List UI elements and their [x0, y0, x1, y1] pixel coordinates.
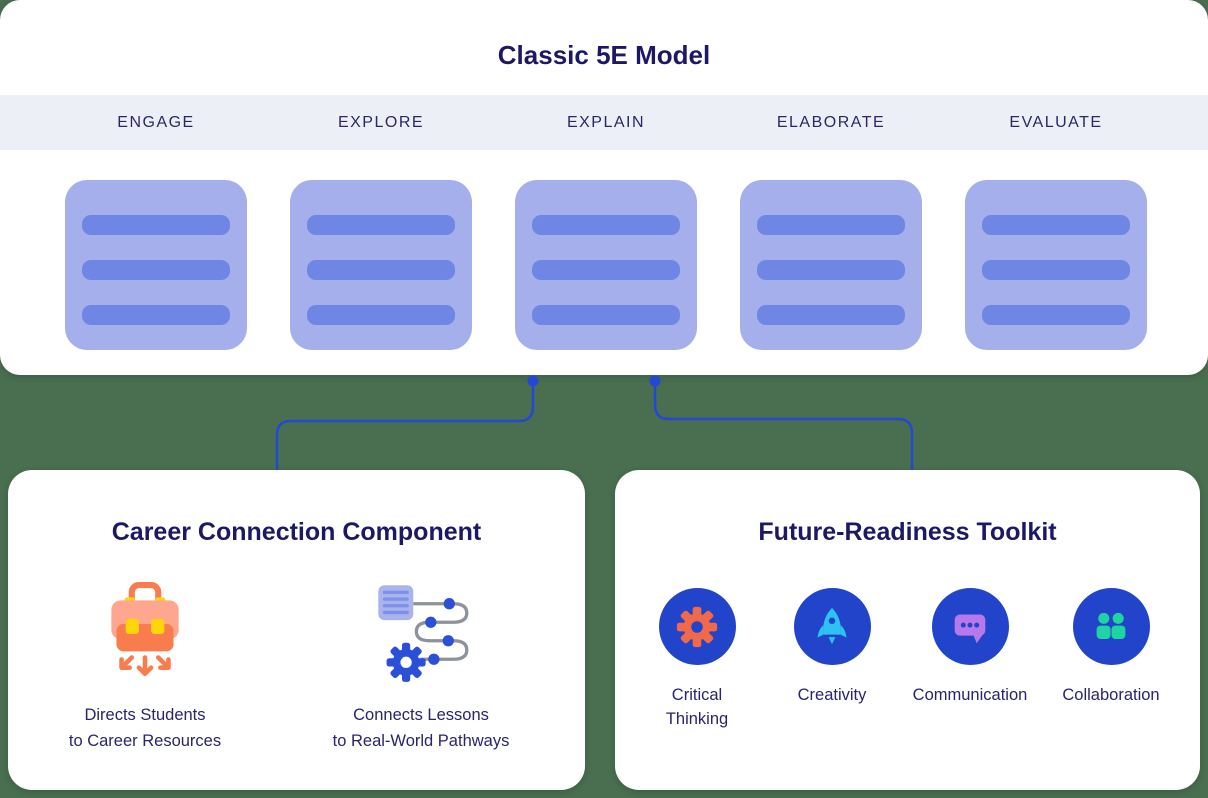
placeholder-text-bar: [982, 215, 1130, 235]
career-panel-title: Career Connection Component: [111, 518, 482, 546]
toolkit-item-label: Communication: [912, 686, 1028, 704]
speech-bubble-icon: [931, 588, 1009, 665]
stage-card-evaluate: [965, 180, 1147, 350]
stage-cards-row: [65, 180, 1147, 350]
toolkit-item-label: Collaboration: [1062, 686, 1160, 704]
placeholder-text-bar: [307, 260, 455, 280]
toolkit-item-label: Critical Thinking: [665, 686, 729, 728]
connector-dot: [649, 375, 661, 387]
placeholder-text-bar: [82, 215, 230, 235]
connector-dot: [527, 375, 539, 387]
placeholder-text-bar: [82, 260, 230, 280]
stage-label-explore: EXPLORE: [337, 113, 425, 131]
stage-label-engage: ENGAGE: [117, 113, 195, 131]
toolkit-item-creativity: Creativity: [764, 588, 900, 707]
stage-header-strip: ENGAGE EXPLORE EXPLAIN ELABORATE EVALUAT…: [0, 95, 1208, 150]
placeholder-text-bar: [532, 260, 680, 280]
placeholder-text-bar: [532, 305, 680, 325]
gear-icon: [658, 588, 736, 665]
placeholder-text-bar: [307, 215, 455, 235]
briefcase-arrows-icon: [109, 576, 181, 688]
lesson-pathway-icon: [367, 576, 475, 688]
page-title: Classic 5E Model: [497, 40, 711, 70]
toolkit-item-label: Creativity: [797, 686, 867, 704]
stage-label-elaborate: ELABORATE: [776, 113, 886, 131]
career-item-caption: Connects Lessons to Real-World Pathways: [332, 706, 510, 750]
people-icon: [1072, 588, 1150, 665]
toolkit-item-collaboration: Collaboration: [1043, 588, 1179, 707]
placeholder-text-bar: [82, 305, 230, 325]
career-connection-panel: Career Connection Component Directs Stud…: [8, 470, 585, 790]
toolkit-item-communication: Communication: [902, 588, 1038, 707]
placeholder-text-bar: [532, 215, 680, 235]
stage-card-explore: [290, 180, 472, 350]
placeholder-text-bar: [757, 215, 905, 235]
career-item-caption: Directs Students to Career Resources: [68, 706, 222, 750]
stage-label-explain: EXPLAIN: [566, 113, 646, 131]
placeholder-text-bar: [982, 260, 1130, 280]
career-item-pathways: Connects Lessons to Real-World Pathways: [296, 576, 546, 754]
stage-card-explain: [515, 180, 697, 350]
rocket-icon: [793, 588, 871, 665]
career-item-resources: Directs Students to Career Resources: [20, 576, 270, 754]
toolkit-item-critical-thinking: Critical Thinking: [629, 588, 765, 731]
placeholder-text-bar: [982, 305, 1130, 325]
stage-card-elaborate: [740, 180, 922, 350]
placeholder-text-bar: [307, 305, 455, 325]
placeholder-text-bar: [757, 260, 905, 280]
toolkit-panel-title: Future-Readiness Toolkit: [758, 518, 1057, 546]
placeholder-text-bar: [757, 305, 905, 325]
classic-5e-panel: Classic 5E Model ENGAGE EXPLORE EXPLAIN …: [0, 0, 1208, 375]
future-readiness-panel: Future-Readiness Toolkit: [615, 470, 1200, 790]
stage-card-engage: [65, 180, 247, 350]
stage-label-evaluate: EVALUATE: [1009, 113, 1103, 131]
